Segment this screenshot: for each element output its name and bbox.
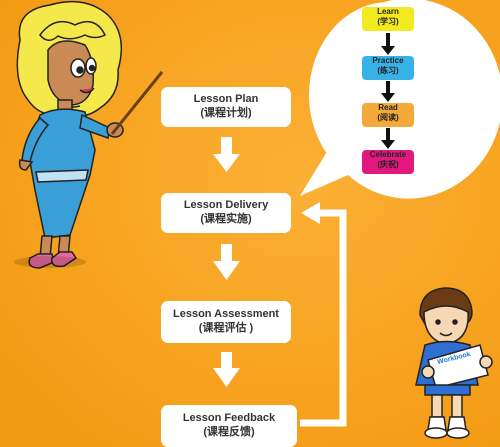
bubble-step-label-zh: (庆祝) (377, 160, 399, 169)
flow-box-label-zh: (课程反馈) (203, 426, 255, 438)
flow-down-arrows (213, 137, 240, 387)
flow-box-label: Lesson Plan (193, 93, 259, 105)
flow-box-label-zh: (课程实施) (200, 213, 252, 225)
bubble-step-label-zh: (阅读) (377, 113, 399, 122)
workbook-icon (427, 344, 489, 389)
flow-box-lesson-plan: Lesson Plan (课程计划) (161, 87, 291, 127)
flow-box-label: Lesson Feedback (182, 412, 276, 424)
flow-box-label: Lesson Delivery (183, 199, 269, 211)
bubble-step-learn: Learn (学习) (362, 7, 414, 31)
teacher-illustration (14, 0, 164, 269)
bubble-step-practice: Practice (练习) (362, 56, 414, 80)
bubble-step-read: Read (阅读) (362, 103, 414, 127)
bubble-step-label-zh: (练习) (377, 66, 399, 75)
bubble-step-label: Learn (377, 7, 399, 16)
bubble-arrows (381, 33, 395, 149)
flow-box-label: Lesson Assessment (173, 308, 279, 320)
boy-illustration (415, 287, 493, 439)
feedback-loop-arrow (300, 209, 347, 427)
flow-box-lesson-assessment: Lesson Assessment (课程评估 ) (161, 301, 291, 343)
flow-box-lesson-delivery: Lesson Delivery (课程实施) (161, 193, 291, 233)
bubble-step-label: Read (378, 103, 398, 112)
flow-box-label-zh: (课程计划) (200, 107, 252, 119)
bubble-step-label: Celebrate (369, 150, 407, 159)
flow-box-label-zh: (课程评估 ) (198, 322, 254, 334)
bubble-step-label-zh: (学习) (377, 17, 399, 26)
speech-bubble (300, 0, 500, 199)
bubble-step-label: Practice (372, 56, 404, 65)
feedback-loop-arrowhead (301, 202, 320, 224)
flow-box-lesson-feedback: Lesson Feedback (课程反馈) (161, 405, 297, 447)
bubble-step-celebrate: Celebrate (庆祝) (362, 150, 414, 174)
